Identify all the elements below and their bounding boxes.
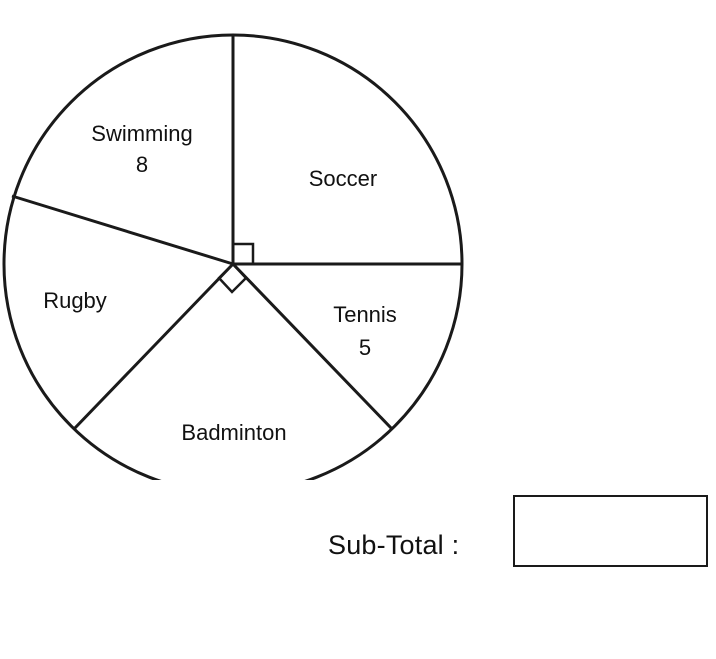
right-angle-marker-badminton bbox=[217, 262, 248, 294]
slice-label-soccer: Soccer bbox=[309, 166, 377, 191]
slice-divider-badminton-rugby bbox=[72, 262, 235, 431]
slice-divider-tennis-badminton bbox=[231, 262, 394, 431]
right-angle-marker-soccer bbox=[231, 242, 255, 266]
slice-label-tennis: Tennis bbox=[333, 302, 397, 327]
slice-label-badminton: Badminton bbox=[181, 420, 286, 445]
slice-value-swimming: 8 bbox=[136, 152, 148, 177]
slice-label-rugby: Rugby bbox=[43, 288, 107, 313]
slice-label-swimming: Swimming bbox=[91, 121, 192, 146]
pie-chart: Soccer Tennis 5 Badminton Rugby Swimming… bbox=[2, 33, 464, 480]
subtotal-label: Sub-Total : bbox=[328, 530, 460, 560]
slice-divider-rugby-swimming bbox=[11, 194, 234, 266]
subtotal-input[interactable] bbox=[513, 495, 708, 567]
slice-value-tennis: 5 bbox=[359, 335, 371, 360]
